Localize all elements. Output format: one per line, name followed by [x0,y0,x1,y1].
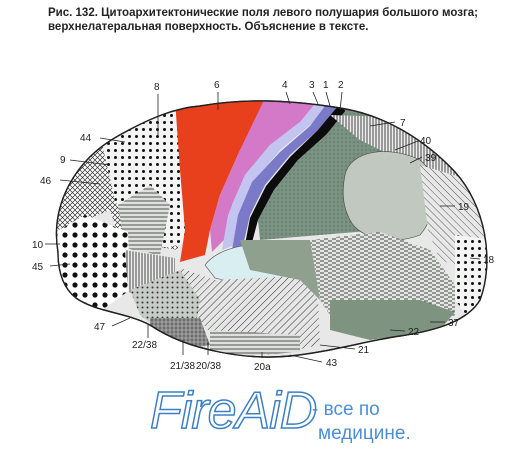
tagline-line-1: - все по [312,399,380,420]
caption-line-2: верхнелатеральная поверхность. Объяснени… [48,21,369,33]
area-39-field [342,151,435,241]
label-20-38: 20/38 [196,361,221,372]
label-22-38: 22/38 [132,340,157,351]
label-20a: 20а [254,362,271,373]
label-43: 43 [326,358,338,369]
area-olive-mid [240,240,320,300]
label-18: 18 [483,255,495,266]
area-3-field [222,100,332,250]
label-8: 8 [154,82,160,93]
area-4-field [210,100,325,252]
label-6: 6 [214,80,220,91]
watermark-tagline: - все по медицине. [312,398,411,446]
tagline-line-2: медицине. [318,423,411,444]
label-37: 37 [448,318,460,329]
area-46-field [118,185,170,255]
label-4: 4 [282,80,288,91]
label-39: 39 [425,153,437,164]
fireaid-watermark-logo: FireAiD [149,382,318,440]
label-10: 10 [32,240,44,251]
label-19: 19 [458,202,470,213]
caption-line-1: Рис. 132. Цитоархитектонические поля лев… [48,7,478,19]
label-21-38: 21/38 [170,361,195,372]
label-47: 47 [94,322,106,333]
label-9: 9 [60,155,66,166]
label-2: 2 [338,80,344,91]
label-7: 7 [400,118,406,129]
label-22: 22 [408,327,420,338]
leader-lines [45,91,481,363]
label-40: 40 [420,136,432,147]
area-43-field [210,330,300,356]
area-37-field [330,300,455,340]
label-46: 46 [40,176,52,187]
label-21: 21 [358,345,370,356]
figure-caption: Рис. 132. Цитоархитектонические поля лев… [48,6,488,34]
label-44: 44 [80,133,92,144]
label-1: 1 [323,80,329,91]
label-45: 45 [32,262,44,273]
area-10-field [56,215,130,315]
label-3: 3 [309,80,315,91]
area-47-field [130,270,200,330]
